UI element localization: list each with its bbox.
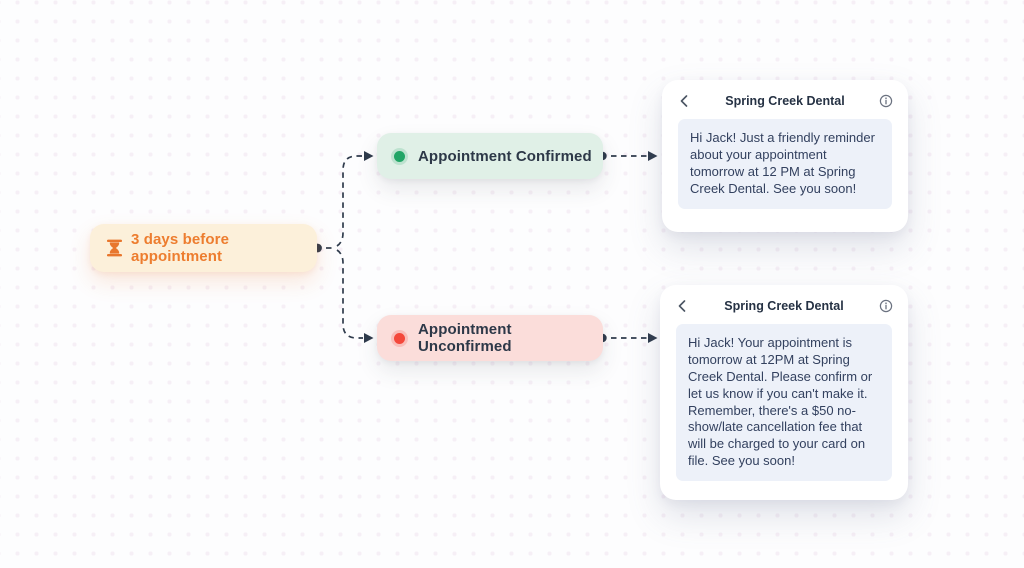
arrowhead [364,151,374,161]
arrowhead [364,333,374,343]
message-card-confirmed: Spring Creek Dental Hi Jack! Just a frie… [662,80,908,232]
chevron-left-icon [678,300,686,312]
hourglass-icon [107,239,122,257]
card-header: Spring Creek Dental [660,285,908,324]
info-button[interactable] [878,93,894,109]
chevron-left-icon [680,95,688,107]
card-header: Spring Creek Dental [662,80,908,119]
branch-label: Appointment Unconfirmed [418,321,512,355]
arrowhead [648,333,658,343]
card-title: Spring Creek Dental [725,94,845,108]
branch-label: Appointment Confirmed [418,147,592,165]
back-button[interactable] [676,93,692,109]
message-card-unconfirmed: Spring Creek Dental Hi Jack! Your appoin… [660,285,908,500]
trigger-label: 3 days before appointment [131,231,230,265]
trigger-node[interactable]: 3 days before appointment [90,224,317,272]
back-button[interactable] [674,298,690,314]
green-dot-icon [394,150,405,162]
connector-branch-bottom [336,249,363,339]
info-button[interactable] [878,298,894,314]
info-icon [879,299,893,313]
red-dot-icon [394,332,405,344]
branch-node-confirmed[interactable]: Appointment Confirmed [377,133,603,179]
branch-node-unconfirmed[interactable]: Appointment Unconfirmed [377,315,603,361]
info-icon [879,94,893,108]
arrowhead [648,151,658,161]
card-title: Spring Creek Dental [724,299,844,313]
sms-message-bubble: Hi Jack! Your appointment is tomorrow at… [676,324,892,482]
connector-branch-top [336,155,363,247]
sms-message-bubble: Hi Jack! Just a friendly reminder about … [678,119,892,209]
